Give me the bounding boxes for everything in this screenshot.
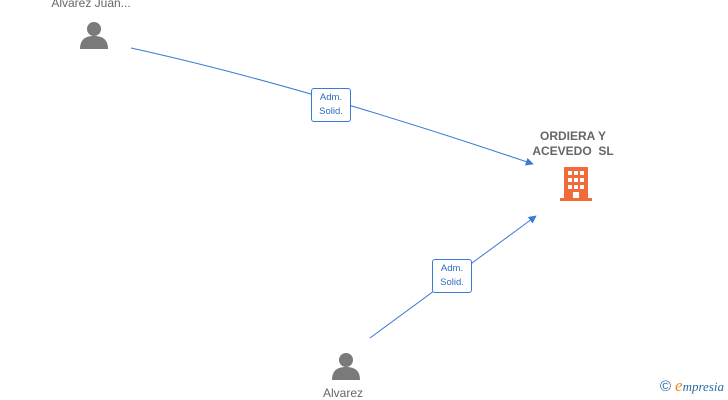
person-top-label[interactable]: Alvarez Juan... [51,0,131,10]
brand-name: mpresia [682,379,724,394]
person-icon[interactable] [79,20,109,50]
person-bottom-label[interactable]: Alvarez [322,386,363,400]
building-icon[interactable] [559,166,593,202]
copyright-symbol: © [659,377,672,395]
company-label[interactable]: ORDIERA Y ACEVEDO SL [513,129,633,159]
edge-label-bottom[interactable]: Adm. Solid. [432,259,472,293]
edge-label-line1: Adm. [440,263,464,274]
brand-logo: © empresia [660,376,724,396]
edge-label-line2: Solid. [319,106,343,117]
company-label-line2: ACEVEDO SL [532,144,614,158]
brand-initial: e [675,376,683,395]
company-label-line1: ORDIERA Y [539,129,606,143]
edge-label-line2: Solid. [440,277,464,288]
edge-label-line1: Adm. [319,92,343,103]
person-icon[interactable] [331,351,361,381]
edge-label-top[interactable]: Adm. Solid. [311,88,351,122]
